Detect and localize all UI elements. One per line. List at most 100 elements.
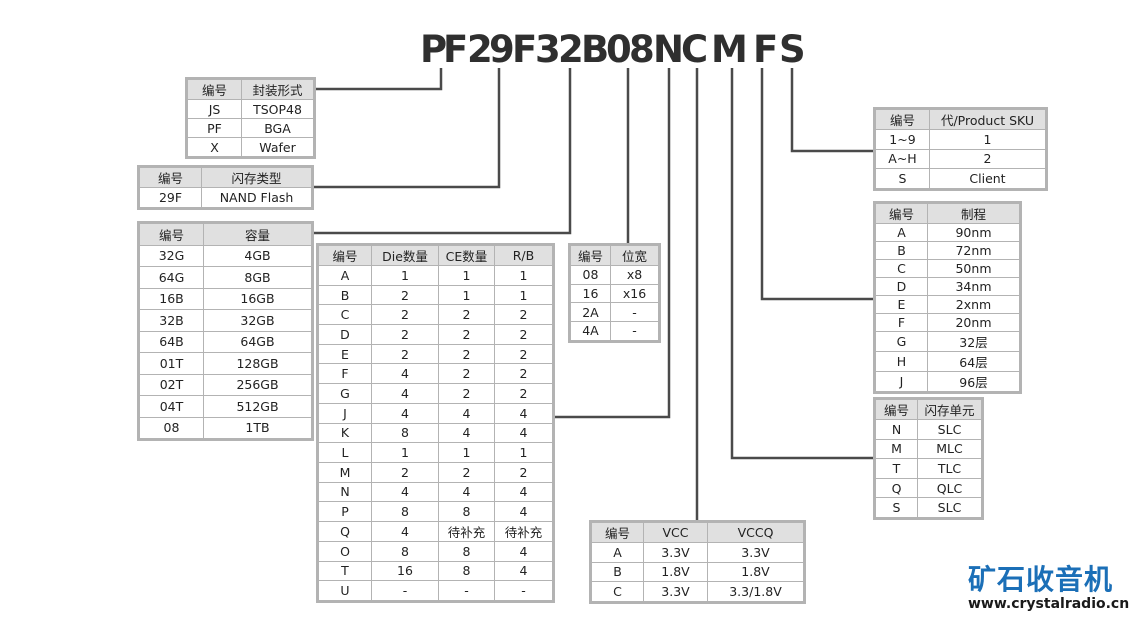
part-number-char: 9 <box>489 28 515 71</box>
table-header-row: 编号容量 <box>139 223 312 246</box>
part-number-char: C <box>681 28 709 71</box>
table-cell: 32B <box>139 309 204 332</box>
table-cell: N <box>318 481 372 503</box>
table-cell: 8 <box>438 540 495 562</box>
table-cell: E <box>875 295 928 314</box>
table-cell: 8 <box>438 501 495 522</box>
table-cell: MLC <box>917 438 982 460</box>
table-cell: 01T <box>139 352 204 375</box>
table-cell: - <box>610 302 659 323</box>
connector-cell <box>730 68 873 460</box>
table-cell: 72nm <box>927 241 1020 260</box>
table-cell: 1 <box>494 442 553 463</box>
column-header: R/B <box>494 245 553 266</box>
column-header: 编号 <box>139 167 202 188</box>
table-cell: 64GB <box>203 330 312 353</box>
table-cell: 2 <box>371 284 439 306</box>
column-header: 位宽 <box>610 245 659 266</box>
table-cell: 32GB <box>203 309 312 332</box>
watermark-url: www.crystalradio.cn <box>968 596 1130 612</box>
table-cell: 2 <box>371 461 439 483</box>
table-cell: 2 <box>438 304 495 326</box>
table-cell: 4 <box>371 520 439 542</box>
table-cell: B <box>318 284 372 306</box>
table-cell: 16B <box>139 287 204 310</box>
table-cell: 1~9 <box>875 129 930 150</box>
part-number-char: F <box>512 28 538 71</box>
column-header: 容量 <box>203 223 312 246</box>
table-cell: 2 <box>438 461 495 483</box>
table-cell: 4 <box>371 481 439 503</box>
table-cell: 待补充 <box>438 520 495 542</box>
table-cell: E <box>318 343 372 365</box>
table-cell: 04T <box>139 395 204 418</box>
table-cell: 1.8V <box>707 561 804 582</box>
table-cell: 2 <box>438 324 495 345</box>
table-cell: 4 <box>371 402 439 424</box>
column-header: 闪存类型 <box>201 167 312 188</box>
table-header-row: 编号封装形式 <box>187 79 314 100</box>
part-number-char: S <box>779 28 806 71</box>
table-cell: 02T <box>139 373 204 396</box>
column-header: 封装形式 <box>241 79 314 100</box>
table-cell: G <box>875 331 928 352</box>
column-header: 编号 <box>591 522 644 543</box>
table-cell: 2 <box>494 363 553 385</box>
table-header-row: 编号位宽 <box>570 245 659 266</box>
table-cell: 8 <box>438 560 495 582</box>
table-cell: S <box>875 497 918 518</box>
table-cell: QLC <box>917 477 982 499</box>
connector-die <box>553 68 671 419</box>
table-cell: 2 <box>438 383 495 404</box>
table-cell: 2 <box>371 343 439 365</box>
table-cell: 29F <box>139 187 202 208</box>
table-cell: 4 <box>371 363 439 385</box>
table-cell: 4 <box>494 402 553 424</box>
table-cell: 1 <box>438 284 495 306</box>
column-header: 编号 <box>875 399 918 420</box>
table-cell: L <box>318 442 372 463</box>
table-cell: 16GB <box>203 287 312 310</box>
part-number-char: 0 <box>606 28 632 71</box>
table-cell: G <box>318 383 372 404</box>
table-cell: 4 <box>494 560 553 582</box>
table-cell: 4 <box>438 402 495 424</box>
table-cell: M <box>875 438 918 460</box>
table-cell: 4 <box>438 481 495 503</box>
table-cell: 2 <box>371 324 439 345</box>
part-number-char: M <box>711 28 748 71</box>
table-cell: 2 <box>494 304 553 326</box>
part-number-char: 8 <box>629 28 655 71</box>
part-number-char: 2 <box>467 28 493 71</box>
table-cell: 64B <box>139 330 204 353</box>
connector-process <box>760 68 873 301</box>
table-cell: 3.3V <box>707 542 804 563</box>
